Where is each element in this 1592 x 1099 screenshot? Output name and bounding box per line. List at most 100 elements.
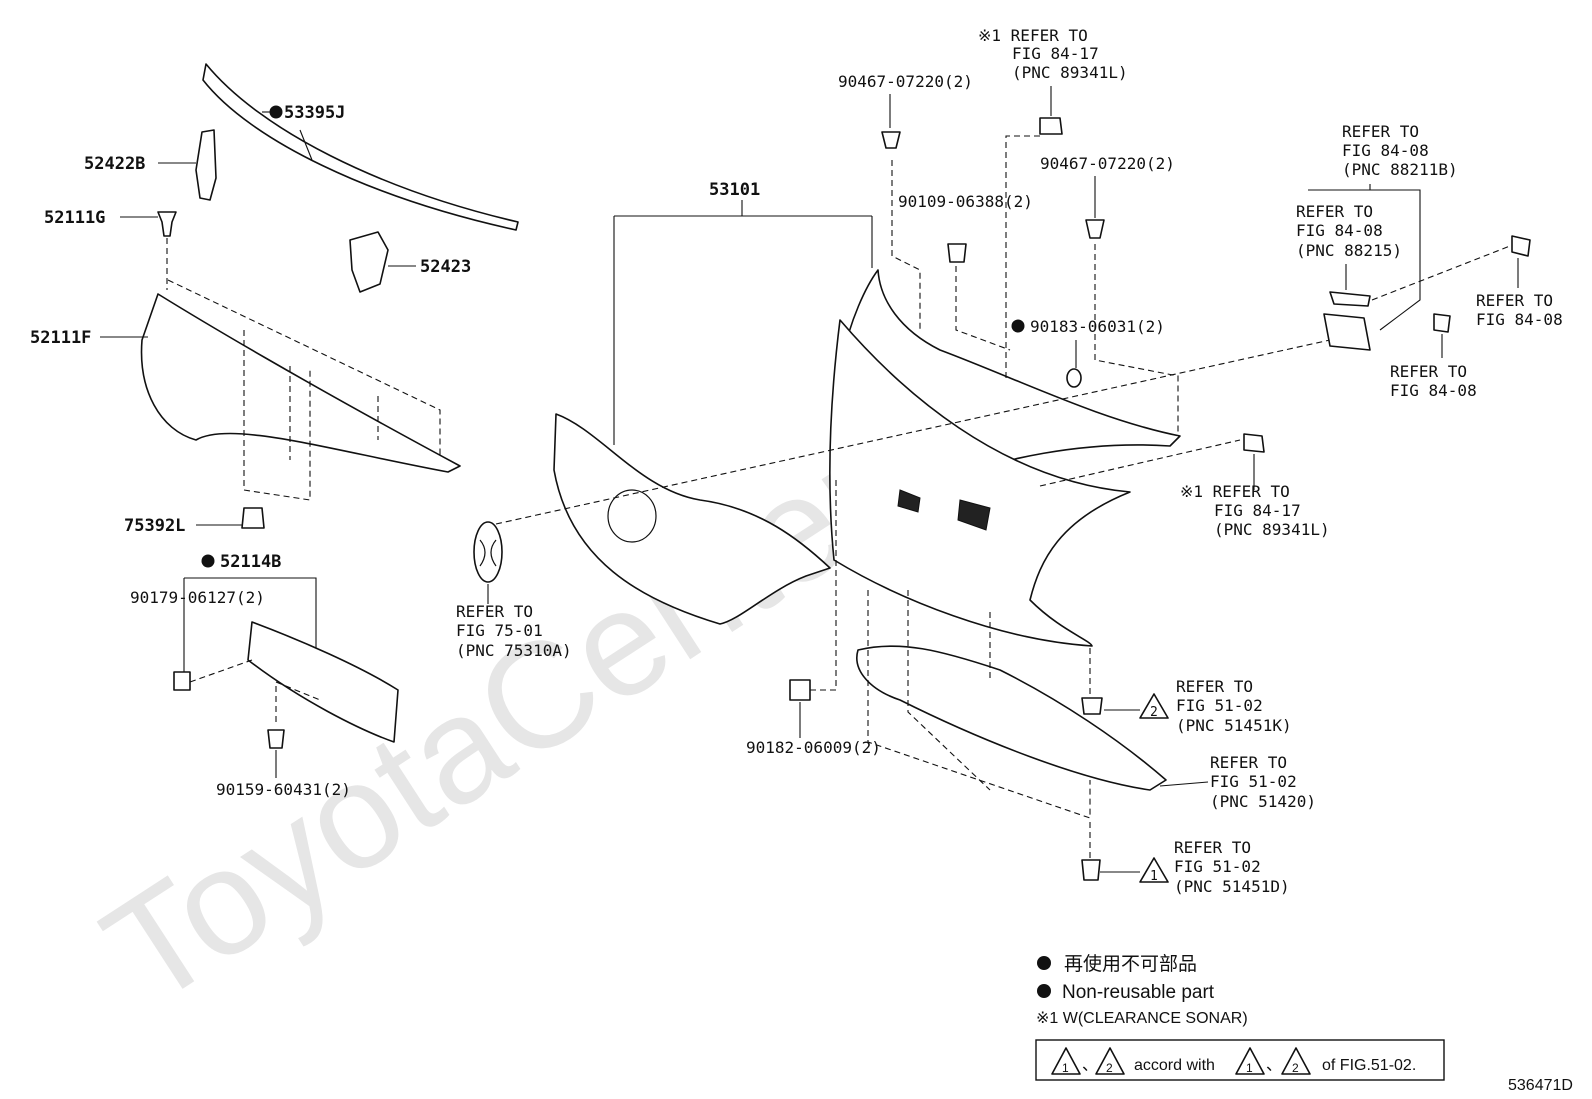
part-90179-nut[interactable] [173, 671, 191, 691]
callout-52111F[interactable]: 52111F [30, 328, 91, 348]
ref-5-line1: REFER TO [1390, 362, 1467, 381]
legend-line-jp: 再使用不可部品 [1064, 953, 1197, 975]
ref-6-line2: FIG 84-17 [1214, 501, 1301, 520]
ref-4-line1: REFER TO [1476, 291, 1553, 310]
part-90467-clip-right[interactable] [1085, 219, 1105, 239]
legend-triangle-2-icon [1095, 1047, 1125, 1075]
callout-53395J[interactable]: 53395J [284, 103, 345, 123]
ref-3-line2: FIG 84-08 [1296, 221, 1383, 240]
legend-triangle-2b-label: 2 [1292, 1061, 1299, 1075]
legend-triangle-2b-icon [1281, 1047, 1311, 1075]
non-reusable-marker-icon [1011, 319, 1025, 333]
dashed-guide [955, 266, 1011, 351]
callout-90183[interactable]: 90183-06031(2) [1030, 317, 1165, 336]
ref-10-line3: (PNC 51451D) [1174, 877, 1290, 896]
callout-53101[interactable]: 53101 [709, 180, 760, 200]
emblem-mount-ring [607, 489, 657, 543]
dashed-guide [891, 160, 921, 330]
dashed-guide [275, 681, 321, 722]
part-90467-clip-left[interactable] [881, 131, 901, 149]
leader-bracket [184, 577, 317, 650]
dashed-guide [167, 279, 441, 456]
legend-line-note: ※1 W(CLEARANCE SONAR) [1036, 1010, 1248, 1027]
part-52422B-bracket[interactable] [195, 129, 217, 201]
ref-8-line2: FIG 51-02 [1176, 696, 1263, 715]
part-75392L-clip[interactable] [241, 507, 265, 529]
bolt-51451D[interactable] [1081, 859, 1101, 881]
ref-3-line1: REFER TO [1296, 202, 1373, 221]
sensor-bolt-lower[interactable] [1433, 313, 1451, 333]
part-53101-grille-lower[interactable] [553, 413, 831, 625]
dashed-guide [495, 339, 1331, 525]
part-90109-bolt[interactable] [947, 243, 967, 263]
triangle-1-label: 1 [1150, 869, 1158, 884]
part-52111G-clip[interactable] [157, 211, 177, 237]
legend-line-en: Non-reusable part [1062, 982, 1215, 1003]
ref-1-line2: FIG 84-17 [1012, 44, 1099, 63]
part-90183-washer[interactable] [1066, 368, 1082, 388]
ref-9-line2: FIG 51-02 [1210, 772, 1297, 791]
ref-5-line2: FIG 84-08 [1390, 381, 1477, 400]
dashed-guide [1039, 439, 1241, 487]
part-emblem[interactable] [473, 521, 503, 583]
part-90182-nut[interactable] [789, 679, 811, 701]
ref-2-line2: FIG 84-08 [1342, 141, 1429, 160]
dashed-guide [1094, 244, 1179, 436]
triangle-1-icon [1139, 857, 1169, 883]
callout-90179[interactable]: 90179-06127(2) [130, 588, 265, 607]
part-grille-upper[interactable] [828, 319, 1131, 647]
sonar-sensor-right[interactable] [1243, 433, 1265, 453]
ref-9-line1: REFER TO [1210, 753, 1287, 772]
diagram-code: 536471D [1508, 1077, 1573, 1094]
callout-90467-left[interactable]: 90467-07220(2) [838, 72, 973, 91]
sensor-bolt-upper[interactable] [1511, 235, 1531, 257]
callout-52423[interactable]: 52423 [420, 257, 471, 277]
non-reusable-marker-icon [269, 105, 283, 119]
callout-90182[interactable]: 90182-06009(2) [746, 738, 881, 757]
triangle-2-label: 2 [1150, 705, 1158, 720]
ref-7-line2: FIG 75-01 [456, 621, 543, 640]
ref-4-line2: FIG 84-08 [1476, 310, 1563, 329]
ref-7-line1: REFER TO [456, 602, 533, 621]
callout-90109[interactable]: 90109-06388(2) [898, 192, 1033, 211]
ref-1-line1: ※1 REFER TO [978, 26, 1088, 45]
part-52423-bracket[interactable] [349, 231, 389, 293]
legend-sep-2: 、 [1266, 1057, 1282, 1074]
sensor-bracket[interactable] [1329, 291, 1371, 307]
callout-52111G[interactable]: 52111G [44, 208, 105, 228]
ref-9-line3: (PNC 51420) [1210, 792, 1316, 811]
emblem-logo-icon [479, 539, 497, 567]
sensor-unit[interactable] [1323, 313, 1371, 351]
legend-sep-1: 、 [1082, 1057, 1098, 1074]
dashed-guide [189, 659, 253, 683]
legend-triangle-1-icon [1051, 1047, 1081, 1075]
leader-bracket [1308, 189, 1421, 331]
callout-90467-right[interactable]: 90467-07220(2) [1040, 154, 1175, 173]
part-53395J-molding[interactable] [202, 63, 519, 231]
triangle-2-icon [1139, 693, 1169, 719]
ref-3-line3: (PNC 88215) [1296, 241, 1402, 260]
ref-8-line3: (PNC 51451K) [1176, 716, 1292, 735]
part-52111F-cover[interactable] [140, 293, 461, 473]
legend-triangle-1b-label: 1 [1246, 1061, 1253, 1075]
sonar-sensor-top[interactable] [1039, 117, 1063, 135]
ref-6-line3: (PNC 89341L) [1214, 520, 1330, 539]
callout-75392L[interactable]: 75392L [124, 516, 185, 536]
callout-52114B[interactable]: 52114B [220, 552, 281, 572]
part-90159-screw[interactable] [267, 729, 285, 749]
dashed-guide [808, 480, 837, 691]
legend-triangle-2-label: 2 [1106, 1061, 1113, 1075]
ref-10-line1: REFER TO [1174, 838, 1251, 857]
clip-51451K[interactable] [1081, 697, 1103, 715]
part-engine-under-cover[interactable] [856, 645, 1167, 791]
ref-1-line3: (PNC 89341L) [1012, 63, 1128, 82]
part-52114B-plate-bracket[interactable] [247, 621, 399, 743]
legend-box-end: of FIG.51-02. [1322, 1057, 1416, 1074]
non-reusable-marker-icon [201, 554, 215, 568]
callout-90159[interactable]: 90159-60431(2) [216, 780, 351, 799]
ref-6-line1: ※1 REFER TO [1180, 482, 1290, 501]
dashed-guide [867, 590, 1091, 819]
callout-52422B[interactable]: 52422B [84, 154, 145, 174]
legend-triangle-1b-icon [1235, 1047, 1265, 1075]
